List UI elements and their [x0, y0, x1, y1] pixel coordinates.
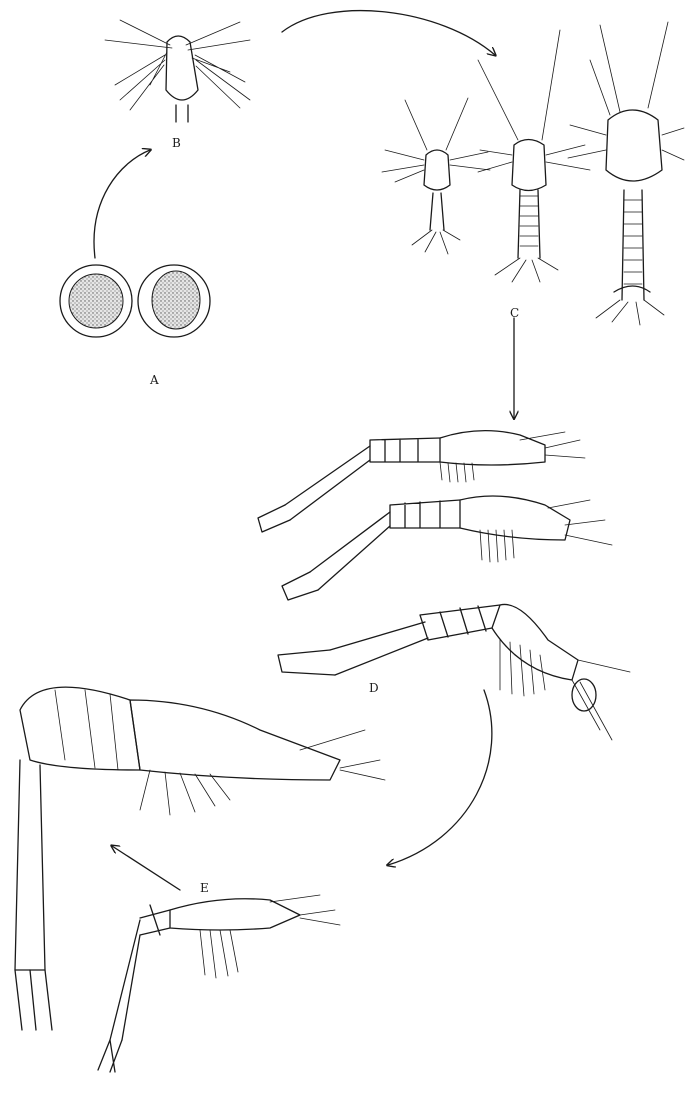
mysis-3: [278, 604, 630, 740]
arrow-to-adult: [112, 846, 180, 890]
mysis-1: [258, 431, 585, 532]
egg-inner-1: [69, 274, 123, 328]
protozoea-3: [568, 22, 684, 325]
stage-c-protozoea: [382, 22, 684, 325]
protozoea-2: [478, 30, 590, 282]
stage-b-nauplius: [105, 20, 250, 122]
nauplius-antennae: [105, 20, 250, 50]
label-b: B: [172, 136, 181, 150]
mysis-3-eye: [572, 679, 596, 711]
egg-inner-2: [152, 271, 200, 329]
nauplius-left-setae: [115, 52, 167, 110]
adult-shrimp: [15, 687, 385, 1030]
stage-e-postlarva: [98, 895, 340, 1072]
arrow-a-to-b: [94, 150, 150, 258]
mysis-2: [282, 496, 612, 600]
label-e: E: [200, 881, 209, 895]
label-d: D: [369, 681, 379, 695]
label-a: A: [149, 373, 159, 387]
nauplius-body: [166, 36, 198, 100]
stage-a-eggs: [60, 265, 210, 337]
stage-d-mysis: [258, 431, 630, 740]
protozoea-1: [382, 98, 490, 254]
arrow-b-to-c: [282, 11, 495, 55]
nauplius-right-setae: [192, 55, 250, 108]
arrow-d-to-postlarva: [388, 690, 492, 865]
nauplius-tail: [176, 105, 188, 122]
